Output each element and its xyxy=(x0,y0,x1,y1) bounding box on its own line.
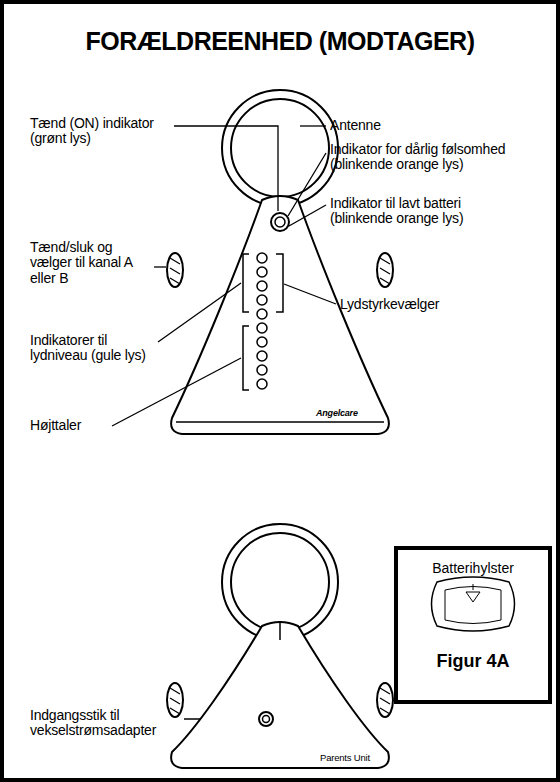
callout-label: Indikator til lavt batteri (blinkende or… xyxy=(330,196,510,227)
back-unit xyxy=(167,524,393,768)
callout-label: Antenne xyxy=(330,118,450,133)
callout-label: Indikatorer til lydniveau (gule lys) xyxy=(30,333,155,364)
battery-cover xyxy=(432,577,515,631)
brackets xyxy=(243,254,283,390)
diagram-title: FORÆLDREENHED (MODTAGER) xyxy=(0,28,560,56)
figure-number: Figur 4A xyxy=(398,651,548,672)
callout-label: Indgangsstik til vekselstrømsadapter xyxy=(30,708,182,739)
callout-label: Indikator for dårlig følsomhed (blinkend… xyxy=(330,142,510,173)
inset-box: BatterihylsterFigur 4A xyxy=(394,546,552,704)
callout-label: Tænd (ON) indikator (grønt lys) xyxy=(30,116,170,147)
unit-label: Parents Unit xyxy=(320,753,390,763)
leader-lines xyxy=(112,126,336,719)
inset-heading: Batterihylster xyxy=(398,560,548,576)
callout-label: Højttaler xyxy=(30,418,110,433)
sound-level-leds xyxy=(257,253,267,389)
brand-label: Angelcare xyxy=(316,409,376,419)
callout-label: Tænd/sluk og vælger til kanal A eller B xyxy=(30,240,152,286)
callout-label: Lydstyrkevælger xyxy=(340,297,490,312)
